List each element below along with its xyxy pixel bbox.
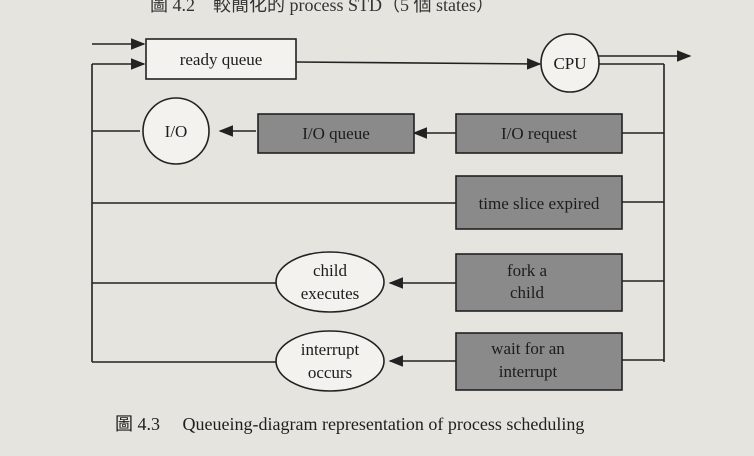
io-label: I/O <box>165 122 188 141</box>
ready-queue-label: ready queue <box>180 50 263 69</box>
io-queue-label: I/O queue <box>302 124 370 143</box>
time-slice-box: time slice expired <box>455 175 623 230</box>
caption-text: Queueing-diagram representation of proce… <box>182 414 585 434</box>
cpu-label: CPU <box>553 54 586 73</box>
figure-header: 圖 4.2 較簡化的 process STD（5 個 states） <box>150 0 494 15</box>
time-slice-label: time slice expired <box>479 194 600 213</box>
interrupt-occurs-line1: interrupt <box>301 340 360 359</box>
ready-queue-box: ready queue <box>145 38 297 80</box>
wait-interrupt-box: wait for an interrupt <box>455 332 623 391</box>
queueing-diagram: ready queue CPU I/O I/O queue I/O reques… <box>91 33 692 392</box>
child-executes-node: child executes <box>275 251 385 313</box>
fork-label-line2: child <box>510 283 544 302</box>
interrupt-occurs-line2: occurs <box>308 363 352 382</box>
figure-caption: 圖 4.3 Queueing-diagram representation of… <box>0 410 754 436</box>
fork-child-box: fork a child <box>455 253 623 312</box>
cpu-node: CPU <box>540 33 600 93</box>
fork-label-line1: fork a <box>507 261 548 280</box>
io-request-label: I/O request <box>501 124 577 143</box>
ready-to-cpu-arrow <box>295 58 542 70</box>
io-request-box: I/O request <box>455 113 623 154</box>
io-node: I/O <box>142 97 210 165</box>
interrupt-occurs-node: interrupt occurs <box>275 330 385 392</box>
wait-label-line1: wait for an <box>491 339 565 358</box>
caption-number: 圖 4.3 <box>115 414 160 434</box>
wait-label-line2: interrupt <box>499 362 558 381</box>
child-executes-line1: child <box>313 261 347 280</box>
child-executes-line2: executes <box>301 284 360 303</box>
io-queue-box: I/O queue <box>257 113 415 154</box>
